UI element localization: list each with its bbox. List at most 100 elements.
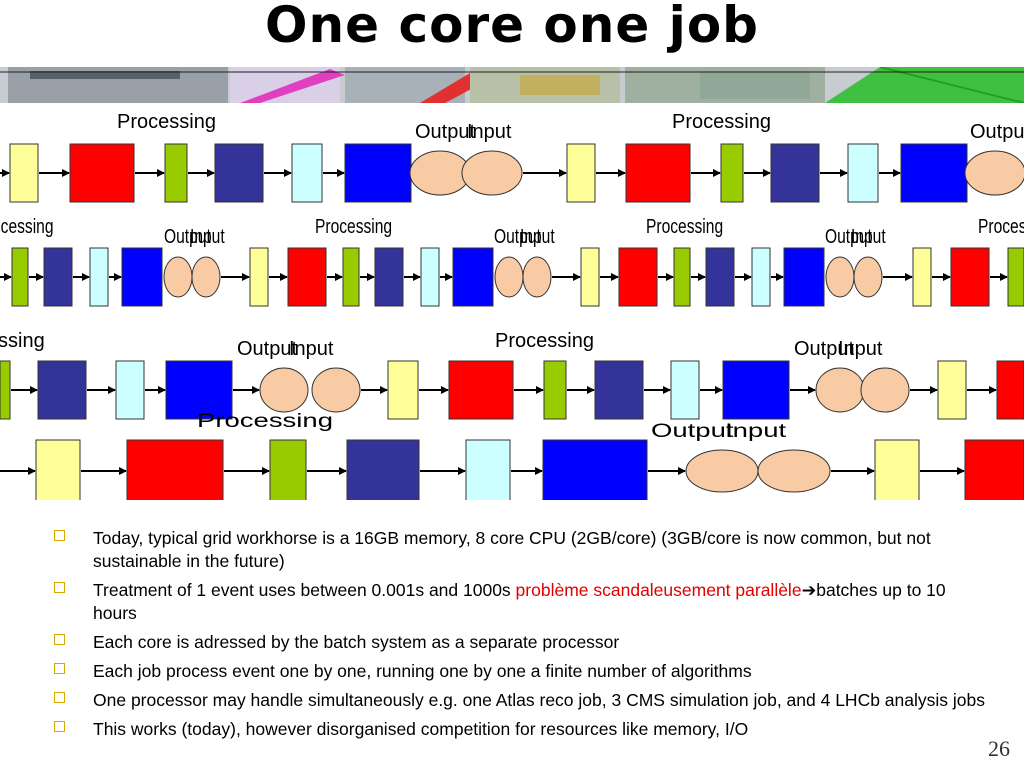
- bullet-text: Each core is adressed by the batch syste…: [93, 632, 620, 652]
- cyan-stage-box: [670, 360, 700, 420]
- processing-label: Process: [978, 215, 1024, 237]
- green-stage-box: [543, 360, 567, 420]
- detector-banner-image: [0, 67, 1024, 103]
- yellow-stage-box: [580, 247, 600, 307]
- navy-stage-box: [374, 247, 404, 307]
- io-ellipse: [860, 367, 910, 413]
- red-stage-box: [964, 439, 1024, 500]
- io-ellipse: [163, 256, 193, 298]
- bullet-item: Treatment of 1 event uses between 0.001s…: [54, 579, 994, 625]
- blue-stage-box: [344, 143, 412, 203]
- processing-label: Processing: [495, 330, 594, 352]
- bullet-item: Each job process event one by one, runni…: [54, 660, 994, 683]
- input-label: Input: [851, 225, 886, 247]
- output-label: Output: [164, 225, 211, 247]
- io-ellipse: [191, 256, 221, 298]
- bullet-item: One processor may handle simultaneously …: [54, 689, 994, 712]
- navy-stage-box: [37, 360, 87, 420]
- input-label: Input: [838, 338, 883, 360]
- output-label: Output: [794, 338, 854, 360]
- cyan-stage-box: [420, 247, 440, 307]
- cyan-stage-box: [115, 360, 145, 420]
- yellow-stage-box: [9, 143, 39, 203]
- io-ellipse: [757, 449, 831, 493]
- blue-stage-box: [165, 360, 233, 420]
- output-label: Output: [825, 225, 872, 247]
- io-ellipse: [311, 367, 361, 413]
- io-ellipse: [494, 256, 524, 298]
- red-stage-box: [625, 143, 691, 203]
- checkbox-bullet-icon: [54, 663, 65, 674]
- io-ellipse: [259, 367, 309, 413]
- yellow-stage-box: [566, 143, 596, 203]
- slide-title: One core one job: [265, 0, 759, 54]
- bullet-text: Each job process event one by one, runni…: [93, 661, 752, 681]
- blue-stage-box: [900, 143, 968, 203]
- green-stage-box: [11, 247, 29, 307]
- yellow-stage-box: [35, 439, 81, 500]
- yellow-stage-box: [387, 360, 419, 420]
- checkbox-bullet-icon: [54, 530, 65, 541]
- green-stage-box: [720, 143, 744, 203]
- green-stage-box: [1007, 247, 1024, 307]
- page-number: 26: [988, 736, 1010, 761]
- input-label: Input: [725, 420, 787, 442]
- cyan-stage-box: [291, 143, 323, 203]
- bullet-list: Today, typical grid workhorse is a 16GB …: [54, 527, 994, 747]
- yellow-stage-box: [912, 247, 932, 307]
- processing-label: Processing: [197, 410, 333, 432]
- io-ellipse: [461, 150, 523, 196]
- bullet-item: Each core is adressed by the batch syste…: [54, 631, 994, 654]
- processing-label: ssing: [0, 330, 45, 352]
- input-label: Input: [467, 121, 512, 143]
- green-stage-box: [269, 439, 307, 500]
- io-ellipse: [522, 256, 552, 298]
- io-ellipse: [815, 367, 865, 413]
- red-stage-box: [69, 143, 135, 203]
- yellow-stage-box: [937, 360, 967, 420]
- checkbox-bullet-icon: [54, 582, 65, 593]
- blue-stage-box: [542, 439, 648, 500]
- io-ellipse: [964, 150, 1024, 196]
- blue-stage-box: [452, 247, 494, 307]
- navy-stage-box: [214, 143, 264, 203]
- input-label: Input: [289, 338, 334, 360]
- processing-label: ocessing: [0, 215, 54, 237]
- bullet-tail-text: batches up to 10 hours: [93, 580, 946, 623]
- navy-stage-box: [346, 439, 420, 500]
- output-label: Output: [237, 338, 297, 360]
- green-stage-box: [342, 247, 360, 307]
- red-stage-box: [950, 247, 990, 307]
- checkbox-bullet-icon: [54, 721, 65, 732]
- bullet-item: Today, typical grid workhorse is a 16GB …: [54, 527, 994, 573]
- red-stage-box: [996, 360, 1024, 420]
- io-ellipse: [853, 256, 883, 298]
- job-pipeline-diagram: ProcessingOutputInputProcessingOutputoce…: [0, 111, 1024, 500]
- red-stage-box: [448, 360, 514, 420]
- bullet-text: Today, typical grid workhorse is a 16GB …: [93, 528, 931, 571]
- red-stage-box: [287, 247, 327, 307]
- bullet-text: One processor may handle simultaneously …: [93, 690, 985, 710]
- navy-stage-box: [705, 247, 735, 307]
- bullet-text: This works (today), however disorganised…: [93, 719, 749, 739]
- checkbox-bullet-icon: [54, 634, 65, 645]
- highlight-text: problème scandaleusement parallèle: [515, 580, 802, 600]
- cyan-stage-box: [465, 439, 511, 500]
- processing-label: Processing: [315, 215, 392, 237]
- cyan-stage-box: [751, 247, 771, 307]
- input-label: Input: [520, 225, 555, 247]
- io-ellipse: [409, 150, 471, 196]
- bullet-text: Treatment of 1 event uses between 0.001s…: [93, 580, 516, 600]
- red-stage-box: [126, 439, 224, 500]
- blue-stage-box: [783, 247, 825, 307]
- processing-label: Processing: [646, 215, 723, 237]
- right-arrow-icon: ➔: [801, 580, 817, 600]
- input-label: Input: [190, 225, 225, 247]
- green-stage-box: [0, 360, 11, 420]
- navy-stage-box: [770, 143, 820, 203]
- io-ellipse: [685, 449, 759, 493]
- processing-label: Processing: [672, 111, 771, 133]
- cyan-stage-box: [89, 247, 109, 307]
- cyan-stage-box: [847, 143, 879, 203]
- navy-stage-box: [594, 360, 644, 420]
